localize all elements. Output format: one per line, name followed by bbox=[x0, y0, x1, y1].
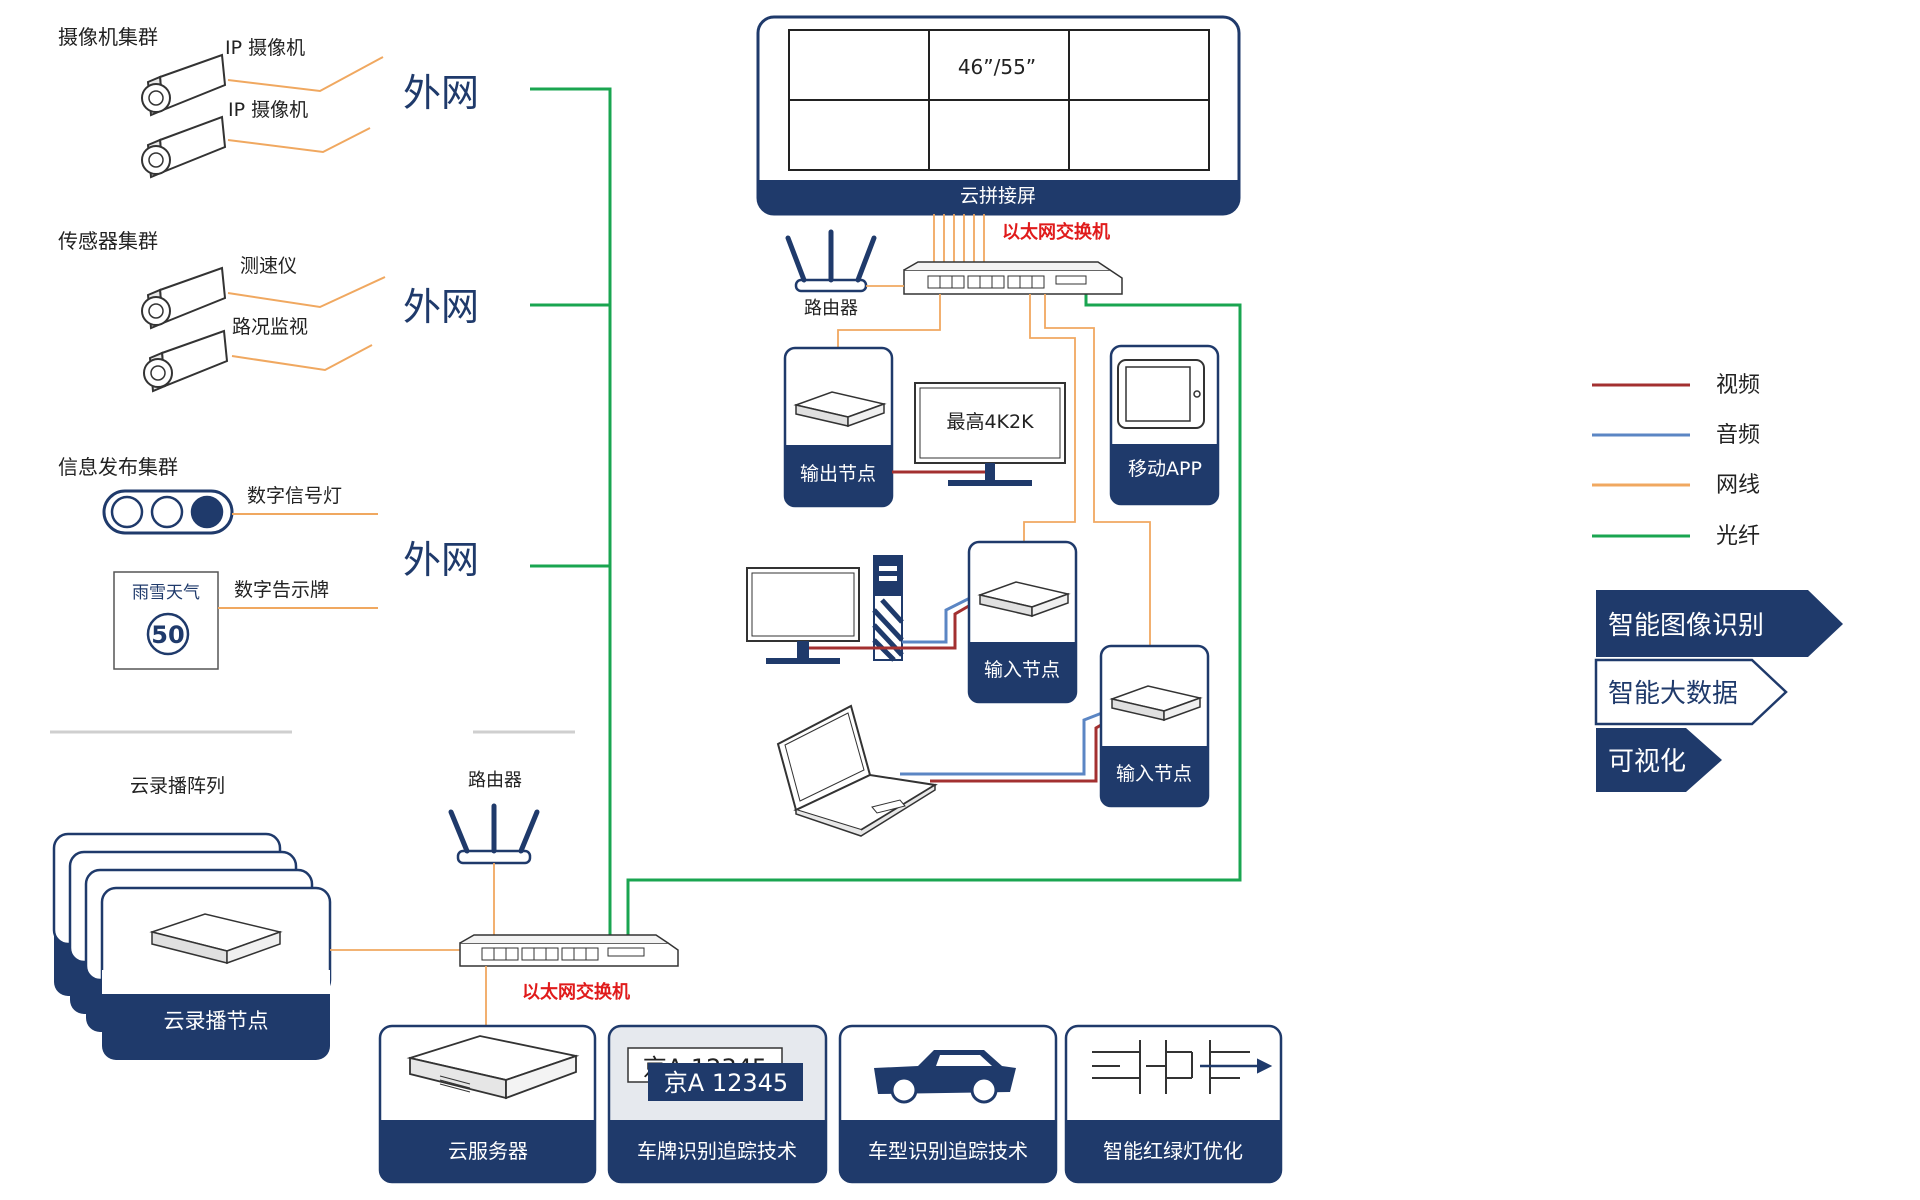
top-router-icon bbox=[785, 229, 877, 293]
tag-big-data-label: 智能大数据 bbox=[1608, 679, 1738, 709]
cloud-node-label: 云录播节点 bbox=[164, 1009, 269, 1033]
camera-1-link bbox=[227, 56, 384, 93]
camera-cluster-title: 摄像机集群 bbox=[58, 25, 158, 49]
top-router-label: 路由器 bbox=[804, 298, 858, 319]
speed-meter-link bbox=[227, 276, 386, 309]
desktop-pc-icon bbox=[746, 555, 904, 664]
card-traffic-light-optimization: 智能红绿灯优化 bbox=[1064, 1024, 1283, 1184]
speed-meter-icon bbox=[141, 266, 227, 330]
extranet-3-label: 外网 bbox=[403, 538, 479, 582]
output-node-label: 输出节点 bbox=[800, 463, 876, 485]
input-node-1: 输入节点 bbox=[967, 540, 1078, 704]
digital-sign-label: 数字告示牌 bbox=[234, 579, 329, 601]
camera-2-link bbox=[227, 127, 371, 154]
server-icon bbox=[406, 1035, 580, 1100]
car-icon bbox=[874, 1050, 1016, 1104]
cloud-array-title: 云录播阵列 bbox=[130, 775, 225, 797]
bottom-router-icon bbox=[448, 803, 540, 865]
laptop-icon bbox=[776, 704, 938, 837]
road-monitor-label: 路况监视 bbox=[232, 316, 308, 338]
plate-front-text: 京A 12345 bbox=[664, 1069, 788, 1097]
tag-big-data bbox=[1594, 658, 1788, 726]
legend-label-video: 视频 bbox=[1716, 373, 1760, 398]
monitor-4k: 最高4K2K bbox=[914, 382, 1066, 486]
tablet-icon bbox=[1117, 359, 1205, 429]
traffic-light-icon bbox=[102, 489, 234, 535]
monitor-text: 最高4K2K bbox=[946, 411, 1034, 433]
info-cluster: 信息发布集群 数字信号灯 雨雪天气 50 数字告示牌 外网 bbox=[58, 455, 479, 670]
laptop-audio-link bbox=[900, 704, 1121, 776]
top-switch-label: 以太网交换机 bbox=[1002, 221, 1110, 243]
cloud-array-stack: 云录播节点 bbox=[52, 832, 332, 1060]
tag-visualization bbox=[1596, 728, 1722, 792]
speed-meter-label: 测速仪 bbox=[240, 255, 297, 277]
feature-tags: 智能图像识别 智能大数据 可视化 bbox=[1594, 590, 1843, 792]
ip-camera-2-label: IP 摄像机 bbox=[228, 99, 308, 121]
output-node: 输出节点 bbox=[783, 346, 894, 508]
pc-audio-link bbox=[902, 588, 987, 644]
output-node-device-icon bbox=[793, 391, 887, 428]
license-plate-icon: 京A 12345 京A 12345 bbox=[627, 1047, 803, 1101]
legend-label-audio: 音频 bbox=[1716, 423, 1760, 448]
wall-size-label: 46”/55” bbox=[958, 55, 1036, 79]
sign-speed-text: 50 bbox=[151, 621, 184, 649]
camera-cluster: 摄像机集群 IP 摄像机 IP 摄像机 外网 bbox=[58, 25, 479, 179]
video-wall: 46”/55” 云拼接屏 bbox=[756, 15, 1241, 216]
bottom-router-label: 路由器 bbox=[468, 770, 522, 791]
input-node-2-label: 输入节点 bbox=[1116, 763, 1192, 785]
card-vehicle-recognition: 车型识别追踪技术 bbox=[838, 1024, 1058, 1184]
card-cloud-server: 云服务器 bbox=[378, 1024, 597, 1184]
bottom-switch-icon bbox=[459, 934, 679, 967]
ip-camera-1-label: IP 摄像机 bbox=[225, 37, 305, 59]
card-plate-recognition: 京A 12345 京A 12345 车牌识别追踪技术 bbox=[607, 1024, 828, 1184]
card-traffic-label: 智能红绿灯优化 bbox=[1103, 1139, 1243, 1163]
tag-image-recognition bbox=[1596, 590, 1843, 657]
input-node-1-device-icon bbox=[977, 581, 1071, 618]
bottom-switch-label: 以太网交换机 bbox=[522, 981, 630, 1003]
mobile-app-label: 移动APP bbox=[1128, 458, 1202, 480]
card-plate-label: 车牌识别追踪技术 bbox=[637, 1139, 797, 1163]
sign-weather-text: 雨雪天气 bbox=[132, 583, 200, 603]
road-monitor-link bbox=[231, 344, 373, 372]
extranet-2-label: 外网 bbox=[403, 285, 479, 329]
intersection-icon bbox=[1092, 1040, 1273, 1094]
switch-downlinks bbox=[837, 294, 1151, 646]
legend-label-network: 网线 bbox=[1716, 473, 1760, 498]
wall-label: 云拼接屏 bbox=[960, 185, 1036, 207]
sensor-cluster: 传感器集群 测速仪 路况监视 外网 bbox=[58, 229, 479, 393]
camera-1-icon bbox=[141, 53, 227, 117]
input-node-1-label: 输入节点 bbox=[984, 659, 1060, 681]
card-vehicle-label: 车型识别追踪技术 bbox=[868, 1139, 1028, 1163]
tag-visualization-label: 可视化 bbox=[1608, 747, 1686, 777]
road-monitor-icon bbox=[143, 329, 229, 393]
digital-signal-light-label: 数字信号灯 bbox=[247, 485, 342, 507]
tag-image-recognition-label: 智能图像识别 bbox=[1608, 611, 1764, 641]
sensor-cluster-title: 传感器集群 bbox=[58, 229, 158, 253]
mobile-app-node[interactable]: 移动APP bbox=[1109, 344, 1220, 506]
camera-2-icon bbox=[141, 115, 227, 179]
legend: 视频 音频 网线 光纤 bbox=[1592, 373, 1760, 549]
info-cluster-title: 信息发布集群 bbox=[58, 455, 178, 479]
legend-label-fiber: 光纤 bbox=[1716, 524, 1760, 549]
digital-sign-icon: 雨雪天气 50 bbox=[113, 571, 219, 670]
laptop-video-link bbox=[930, 712, 1121, 783]
input-node-2-device-icon bbox=[1109, 685, 1203, 722]
top-switch-icon bbox=[903, 261, 1123, 295]
card-cloud-server-label: 云服务器 bbox=[448, 1139, 528, 1163]
input-node-2: 输入节点 bbox=[1099, 644, 1210, 808]
cloud-node-device-icon bbox=[149, 913, 283, 965]
extranet-1-label: 外网 bbox=[403, 71, 479, 115]
